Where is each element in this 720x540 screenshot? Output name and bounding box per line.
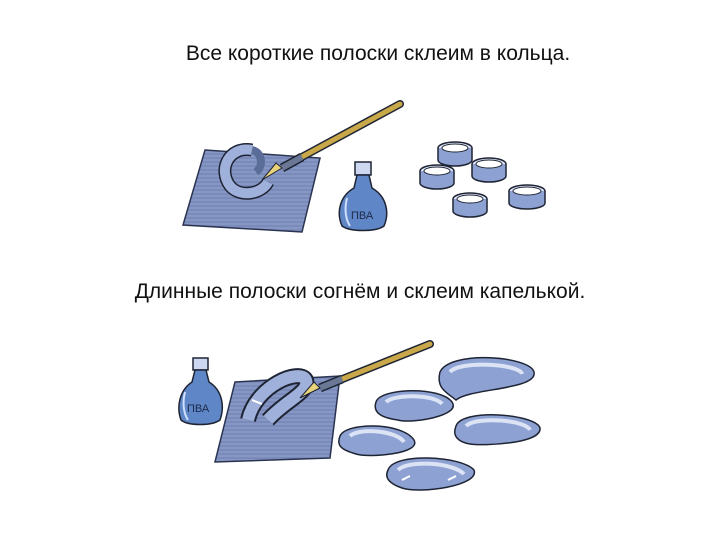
ring bbox=[508, 184, 546, 210]
teardrop-loop bbox=[438, 356, 535, 401]
glue-bottle-top: ПВА bbox=[338, 161, 388, 232]
bottle-label-bottom: ПВА bbox=[187, 403, 210, 415]
teardrop-loop bbox=[338, 425, 416, 457]
ring bbox=[471, 157, 507, 183]
illustration-teardrops: ПВА bbox=[178, 340, 541, 491]
ring bbox=[452, 192, 488, 218]
teardrop-loop bbox=[454, 414, 541, 446]
bottle-label-top: ПВА bbox=[351, 210, 374, 222]
ring bbox=[419, 164, 455, 190]
illustration-rings: ПВА bbox=[182, 100, 546, 233]
teardrop-loop bbox=[374, 390, 454, 422]
caption-long-strips: Длинные полоски согнём и склеим капелько… bbox=[134, 280, 586, 303]
ring bbox=[437, 141, 473, 167]
glue-bottle-bottom: ПВА bbox=[178, 357, 223, 426]
bent-strip-bottom bbox=[240, 368, 315, 426]
caption-short-strips: Все короткие полоски склеим в кольца. bbox=[185, 42, 571, 65]
brush-bottom bbox=[299, 340, 434, 399]
teardrop-loop bbox=[386, 457, 475, 491]
brush-top bbox=[261, 100, 404, 181]
curled-strip-top bbox=[218, 143, 274, 200]
